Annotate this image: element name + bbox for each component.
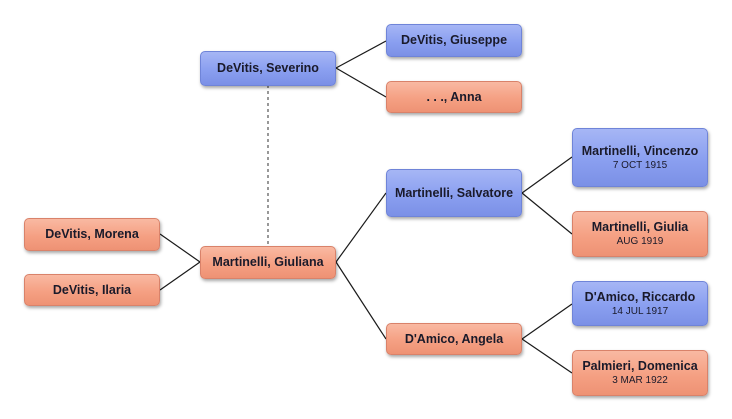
connector-line	[335, 261, 387, 340]
connector-line	[159, 233, 201, 263]
person-name: D'Amico, Riccardo	[584, 289, 696, 304]
connector-line	[335, 192, 387, 263]
person-name: Martinelli, Giulia	[591, 220, 689, 234]
person-name: DeVitis, Giuseppe	[400, 33, 508, 47]
person-node-riccardo[interactable]: D'Amico, Riccardo 14 JUL 1917	[572, 281, 708, 326]
person-node-vincenzo[interactable]: Martinelli, Vincenzo 7 OCT 1915	[572, 128, 708, 187]
person-date: 3 MAR 1922	[612, 375, 668, 386]
person-node-ilaria[interactable]: DeVitis, Ilaria	[24, 274, 160, 306]
connector-line	[521, 156, 573, 194]
person-date: AUG 1919	[616, 236, 664, 247]
person-name: Martinelli, Vincenzo	[581, 143, 699, 158]
person-name: Palmieri, Domenica	[582, 359, 698, 373]
person-name: DeVitis, Ilaria	[52, 282, 132, 297]
person-node-domenica[interactable]: Palmieri, Domenica 3 MAR 1922	[572, 350, 708, 396]
person-node-giuseppe[interactable]: DeVitis, Giuseppe	[386, 24, 522, 57]
person-date: 14 JUL 1917	[611, 305, 669, 317]
person-name: DeVitis, Morena	[45, 227, 139, 241]
person-name: . . ., Anna	[426, 89, 482, 104]
connector-line	[521, 338, 573, 374]
person-node-severino[interactable]: DeVitis, Severino	[200, 51, 336, 86]
person-date: 7 OCT 1915	[612, 159, 668, 171]
connector-line	[521, 192, 573, 235]
person-node-anna[interactable]: . . ., Anna	[386, 81, 522, 113]
person-name: Martinelli, Giuliana	[212, 255, 324, 269]
connector-line	[521, 303, 573, 340]
person-node-salvatore[interactable]: Martinelli, Salvatore	[386, 169, 522, 217]
connector-line	[335, 40, 387, 69]
connector-line	[335, 67, 387, 98]
person-node-morena[interactable]: DeVitis, Morena	[24, 218, 160, 251]
person-node-giulia[interactable]: Martinelli, Giulia AUG 1919	[572, 211, 708, 257]
person-name: Martinelli, Salvatore	[394, 185, 514, 200]
person-node-angela[interactable]: D'Amico, Angela	[386, 323, 522, 355]
person-name: D'Amico, Angela	[404, 331, 504, 346]
person-name: DeVitis, Severino	[217, 61, 319, 75]
connector-line	[159, 261, 201, 291]
person-node-giuliana[interactable]: Martinelli, Giuliana	[200, 246, 336, 279]
